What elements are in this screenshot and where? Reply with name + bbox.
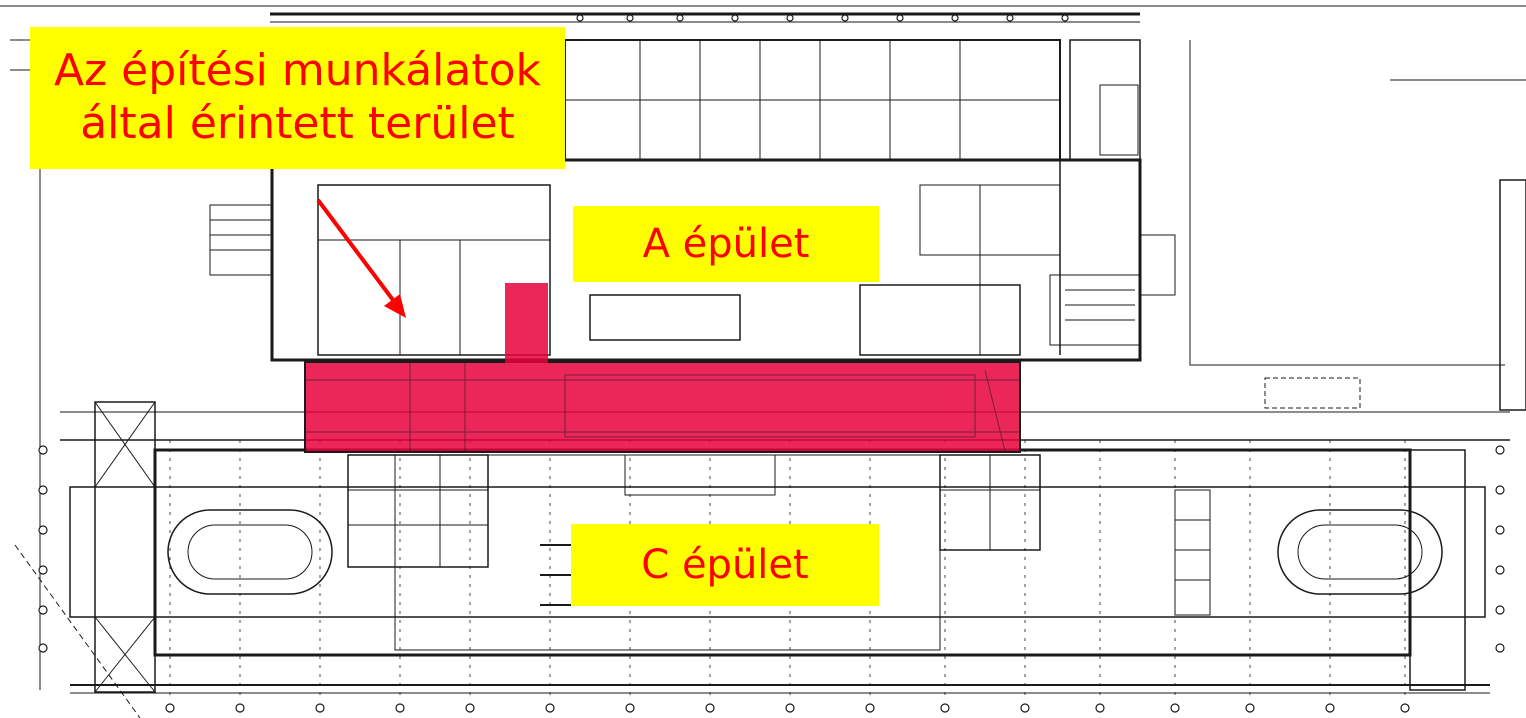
grid-markers: [38, 14, 1505, 713]
plan-linework: [0, 5, 1526, 718]
building-c-label: C épület: [571, 524, 879, 606]
highlight-overlay-lines: [306, 363, 1019, 452]
affected-area-label: Az építési munkálatok által érintett ter…: [30, 27, 565, 169]
construction-highlight: [306, 283, 1019, 451]
pointer-arrow: [316, 198, 406, 318]
affected-area-label-line1: Az építési munkálatok: [53, 45, 541, 97]
affected-area-label-line2: által érintett terület: [80, 98, 515, 149]
building-a-label: A épület: [573, 206, 879, 282]
